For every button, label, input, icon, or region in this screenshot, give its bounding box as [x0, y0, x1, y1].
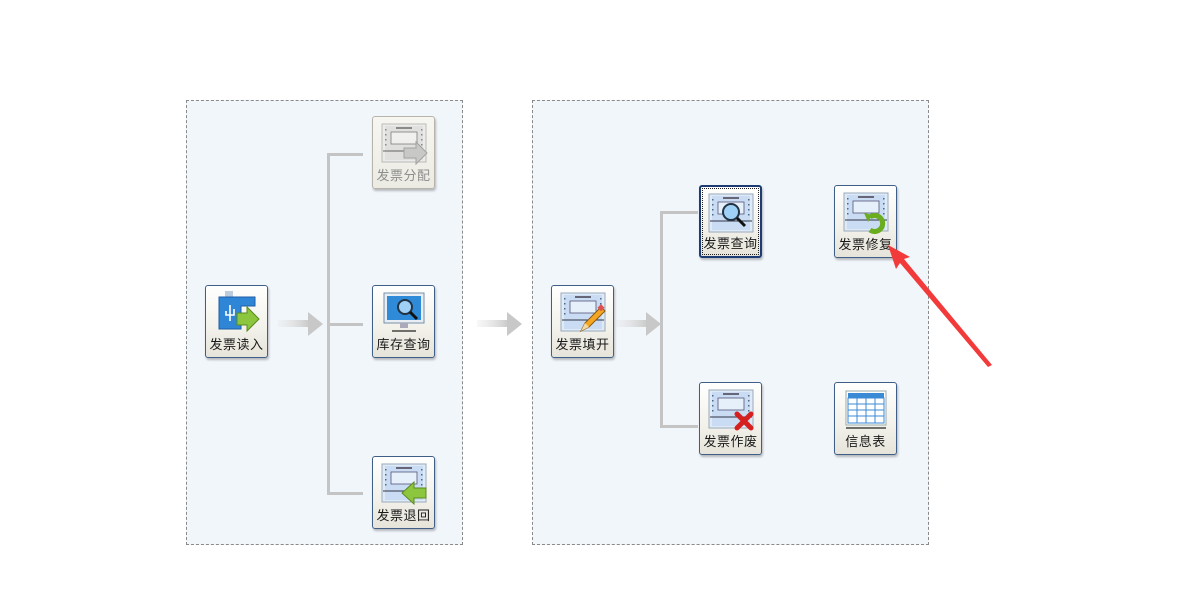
button-label: 发票作废: [703, 435, 758, 450]
button-label: 发票修复: [838, 238, 893, 253]
invoice-issue-button[interactable]: 发票填开: [551, 285, 614, 358]
button-label: 信息表: [845, 435, 886, 450]
connector-line: [327, 153, 363, 156]
invoice-allocate-button[interactable]: 发票分配: [372, 116, 435, 189]
invoice-return-icon: [380, 462, 426, 506]
invoice-return-button[interactable]: 发票退回: [372, 456, 435, 529]
connector-line: [660, 211, 698, 214]
connector-line: [327, 492, 363, 495]
connector-line: [327, 323, 363, 326]
invoice-edit-icon: [559, 291, 606, 333]
button-label: 发票填开: [555, 338, 610, 353]
button-label: 发票查询: [703, 237, 758, 252]
table-icon: [845, 390, 886, 429]
invoice-search-icon: [707, 192, 755, 236]
button-label: 发票退回: [376, 509, 431, 524]
monitor-search-icon: [383, 292, 424, 332]
info-table-button[interactable]: 信息表: [834, 382, 897, 455]
red-annotation-arrow-icon: [888, 245, 992, 367]
button-label: 发票读入: [209, 338, 264, 353]
stock-query-button[interactable]: 库存查询: [372, 285, 435, 358]
connector-line: [660, 425, 698, 428]
invoice-forward-icon: [380, 122, 428, 166]
connector-line: [660, 211, 663, 428]
invoice-void-icon: [707, 388, 753, 431]
usb-import-icon: [218, 291, 260, 333]
invoice-void-button[interactable]: 发票作废: [699, 382, 762, 455]
flow-arrow-icon: [477, 312, 522, 336]
flow-arrow-icon: [616, 312, 661, 336]
button-label: 发票分配: [376, 169, 431, 184]
invoice-repair-icon: [842, 191, 890, 234]
invoice-query-button[interactable]: 发票查询: [699, 185, 762, 258]
button-label: 库存查询: [376, 338, 431, 353]
flow-arrow-icon: [278, 312, 323, 336]
invoice-read-button[interactable]: 发票读入: [205, 285, 268, 358]
invoice-repair-button[interactable]: 发票修复: [834, 185, 897, 258]
